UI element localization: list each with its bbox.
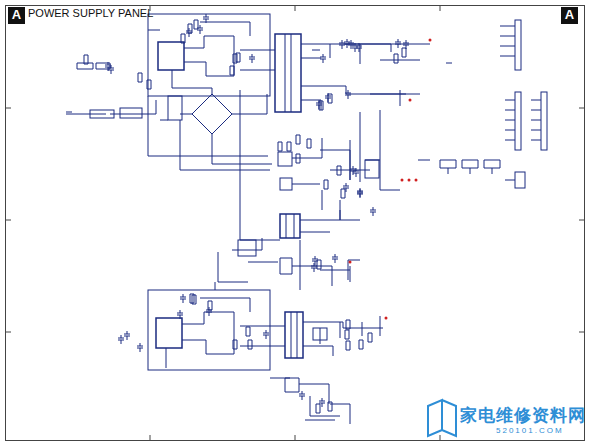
- capacitor-symbol: [299, 391, 305, 400]
- capacitor-symbol: [180, 294, 186, 303]
- resistor-symbol: [278, 142, 282, 151]
- sheet-title: POWER SUPPLY PANEL: [28, 7, 153, 19]
- resistor-symbol: [319, 101, 323, 110]
- capacitor-symbol: [357, 188, 363, 197]
- capacitor-symbol: [325, 93, 331, 102]
- capacitor-symbol: [186, 28, 192, 37]
- capacitor-symbol: [312, 256, 318, 265]
- capacitor-symbol: [118, 335, 124, 344]
- resistor-symbol: [345, 330, 349, 339]
- capacitor-symbol: [320, 54, 326, 63]
- capacitor-symbol: [357, 189, 363, 198]
- wiring: [66, 14, 547, 424]
- capacitor-symbol: [105, 62, 111, 71]
- capacitor-symbol: [403, 40, 409, 49]
- capacitor-symbol: [124, 331, 130, 340]
- resistor-symbol: [246, 327, 250, 336]
- resistor-symbol: [194, 20, 198, 29]
- zone-marker: A: [561, 7, 578, 24]
- frame: [5, 5, 585, 441]
- small-parts: [84, 14, 409, 413]
- resistor-symbol: [296, 135, 300, 144]
- capacitor-symbol: [108, 65, 114, 74]
- resistor-symbol: [230, 66, 234, 75]
- resistor-symbol: [147, 80, 151, 89]
- capacitor-symbol: [345, 90, 351, 99]
- resistor-symbol: [296, 154, 300, 163]
- capacitor-symbol: [343, 183, 349, 192]
- resistor-symbol: [316, 404, 320, 413]
- resistor-symbol: [368, 333, 372, 342]
- watermark-icon: [428, 400, 456, 436]
- resistor-symbol: [233, 340, 237, 349]
- zone-marker: A: [8, 7, 25, 24]
- resistor-symbol: [190, 294, 194, 303]
- capacitor-symbol: [316, 100, 322, 109]
- resistor-symbol: [181, 34, 185, 43]
- resistor-symbol: [346, 320, 350, 329]
- capacitor-symbol: [263, 330, 269, 339]
- watermark-url: 520101.COM: [496, 426, 564, 435]
- capacitor-symbol: [395, 39, 401, 48]
- resistor-symbol: [337, 166, 341, 175]
- zone-letter: A: [565, 7, 574, 22]
- capacitor-symbol: [137, 343, 143, 352]
- resistor-symbol: [324, 180, 328, 189]
- capacitor-symbol: [203, 14, 209, 23]
- resistor-symbol: [307, 139, 311, 148]
- resistor-symbol: [359, 340, 363, 349]
- capacitor-symbol: [350, 166, 356, 175]
- resistor-symbol: [346, 341, 350, 350]
- resistor-symbol: [402, 48, 406, 57]
- resistor-symbol: [84, 55, 88, 64]
- resistor-symbol: [138, 73, 142, 82]
- resistor-symbol: [287, 142, 291, 151]
- resistor-symbol: [341, 189, 345, 198]
- capacitor-symbol: [206, 307, 212, 316]
- resistor-symbol: [236, 53, 240, 62]
- capacitor-symbol: [249, 54, 255, 63]
- resistor-symbol: [394, 54, 398, 63]
- watermark-text: 家电维修资料网: [460, 404, 586, 427]
- capacitor-symbol: [339, 40, 345, 49]
- resistor-symbol: [328, 402, 332, 411]
- capacitor-symbol: [177, 310, 183, 319]
- marker-dots: [349, 39, 432, 320]
- capacitor-symbol: [311, 263, 317, 272]
- capacitor-symbol: [332, 254, 338, 263]
- capacitor-symbol: [352, 43, 358, 52]
- resistor-symbol: [248, 340, 252, 349]
- capacitor-symbol: [370, 207, 376, 216]
- zone-letter: A: [12, 7, 21, 22]
